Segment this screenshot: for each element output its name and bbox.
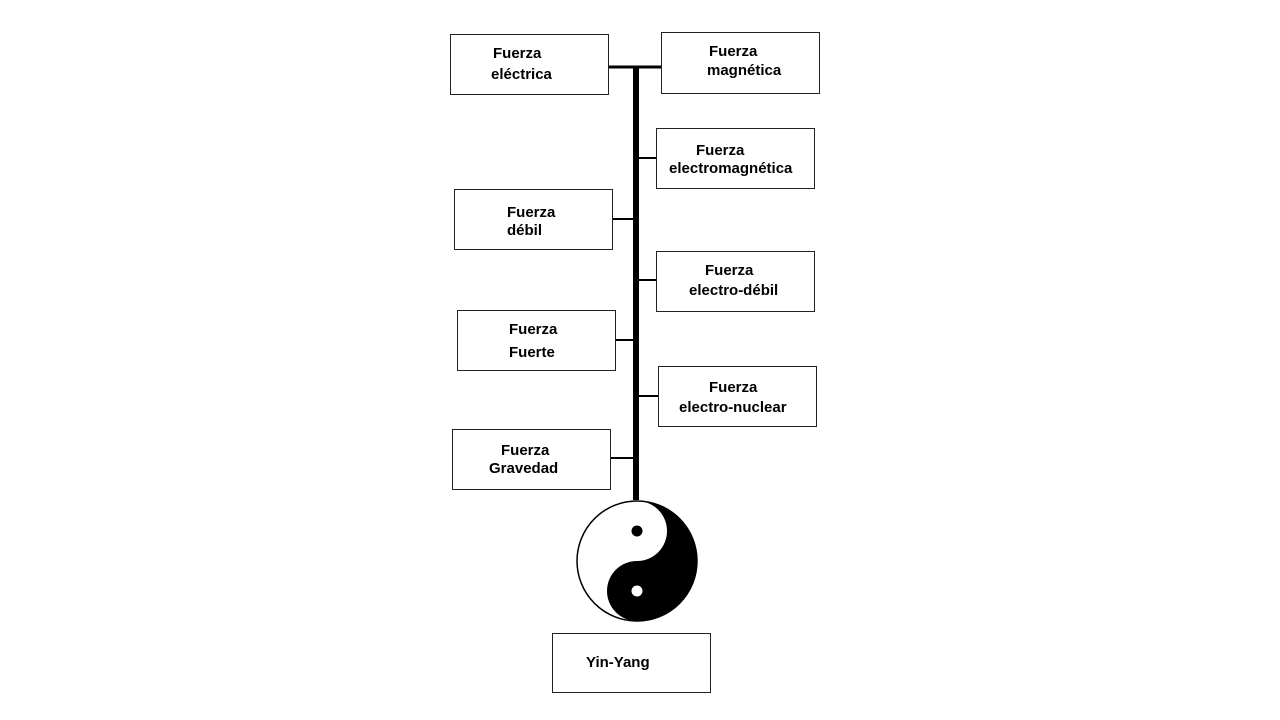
node-fuerza-gravedad: Fuerza Gravedad bbox=[452, 429, 611, 490]
node-label-line2: Fuerte bbox=[509, 344, 555, 361]
node-label-line2: Gravedad bbox=[489, 460, 559, 477]
node-label-line1: Fuerza bbox=[705, 262, 754, 279]
yin-yang-icon bbox=[576, 500, 698, 622]
node-fuerza-debil: Fuerza débil bbox=[454, 189, 613, 250]
node-fuerza-electrica: Fuerza eléctrica bbox=[450, 34, 609, 95]
node-label-line1: Fuerza bbox=[501, 442, 550, 459]
node-label-line2: electro-nuclear bbox=[679, 399, 787, 416]
node-fuerza-electro-debil: Fuerza electro-débil bbox=[656, 251, 815, 312]
node-yin-yang: Yin-Yang bbox=[552, 633, 711, 693]
node-fuerza-electromagnetica: Fuerza electromagnética bbox=[656, 128, 815, 189]
node-label-line1: Fuerza bbox=[507, 204, 556, 221]
node-label-line2: eléctrica bbox=[491, 66, 552, 83]
node-fuerza-magnetica: Fuerza magnética bbox=[661, 32, 820, 94]
node-label-line1: Fuerza bbox=[509, 321, 558, 338]
node-fuerza-electro-nuclear: Fuerza electro-nuclear bbox=[658, 366, 817, 427]
node-label-line1: Fuerza bbox=[696, 142, 745, 159]
node-label-line1: Fuerza bbox=[493, 45, 542, 62]
node-label-line2: débil bbox=[507, 222, 543, 239]
root-label: Yin-Yang bbox=[586, 654, 650, 671]
node-label-line1: Fuerza bbox=[709, 379, 758, 396]
node-label-line2: electro-débil bbox=[689, 282, 779, 299]
node-label-line2: electromagnética bbox=[669, 160, 793, 177]
node-fuerza-fuerte: Fuerza Fuerte bbox=[457, 310, 616, 371]
node-label-line2: magnética bbox=[707, 62, 782, 79]
node-label-line1: Fuerza bbox=[709, 43, 758, 60]
